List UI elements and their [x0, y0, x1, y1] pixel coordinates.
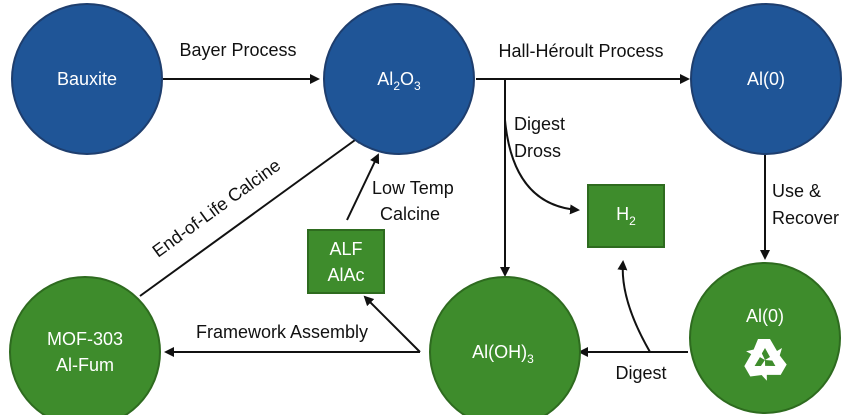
bauxite-label: Bauxite [57, 69, 117, 89]
node-h2 [587, 184, 665, 248]
label-use-recover-1: Use & [772, 181, 821, 201]
label-digest-dross-1: Digest [514, 114, 565, 134]
arrow-low-temp-calcine [346, 153, 380, 221]
al0-recycled-label: Al(0) [746, 306, 784, 326]
label-hall-heroult-process: Hall-Héroult Process [498, 41, 663, 61]
alf-label-2: AlAc [327, 265, 364, 285]
node-aloh3 [429, 276, 581, 415]
mof-label-2: Al-Fum [56, 355, 114, 375]
label-bayer-process: Bayer Process [179, 40, 296, 60]
al0-top-label: Al(0) [747, 69, 785, 89]
label-framework-assembly: Framework Assembly [196, 322, 368, 342]
recycle-icon [744, 339, 787, 381]
al2o3-label: Al2O3 [377, 69, 421, 93]
node-al2o3 [323, 3, 475, 155]
arrow-to-alf [363, 295, 421, 353]
node-al0-recycled [689, 262, 841, 414]
node-al0-top [690, 3, 842, 155]
label-end-of-life-calcine: End-of-Life Calcine [149, 155, 285, 261]
label-digest-dross-2: Dross [514, 141, 561, 161]
aloh3-label: Al(OH)3 [472, 342, 534, 366]
arrow-end-of-life-calcine [139, 133, 364, 297]
node-mof-303 [9, 276, 161, 415]
arrow-dross-to-h2 [504, 119, 580, 215]
node-alf [307, 229, 385, 294]
arrow-digest-to-h2 [617, 260, 651, 353]
label-use-recover-2: Recover [772, 208, 839, 228]
mof-label-1: MOF-303 [47, 329, 123, 349]
h2-label: H2 [616, 204, 636, 228]
label-digest: Digest [615, 363, 666, 383]
alf-label-1: ALF [329, 239, 362, 259]
node-bauxite [11, 3, 163, 155]
label-low-temp-2: Calcine [380, 204, 440, 224]
label-low-temp-1: Low Temp [372, 178, 454, 198]
